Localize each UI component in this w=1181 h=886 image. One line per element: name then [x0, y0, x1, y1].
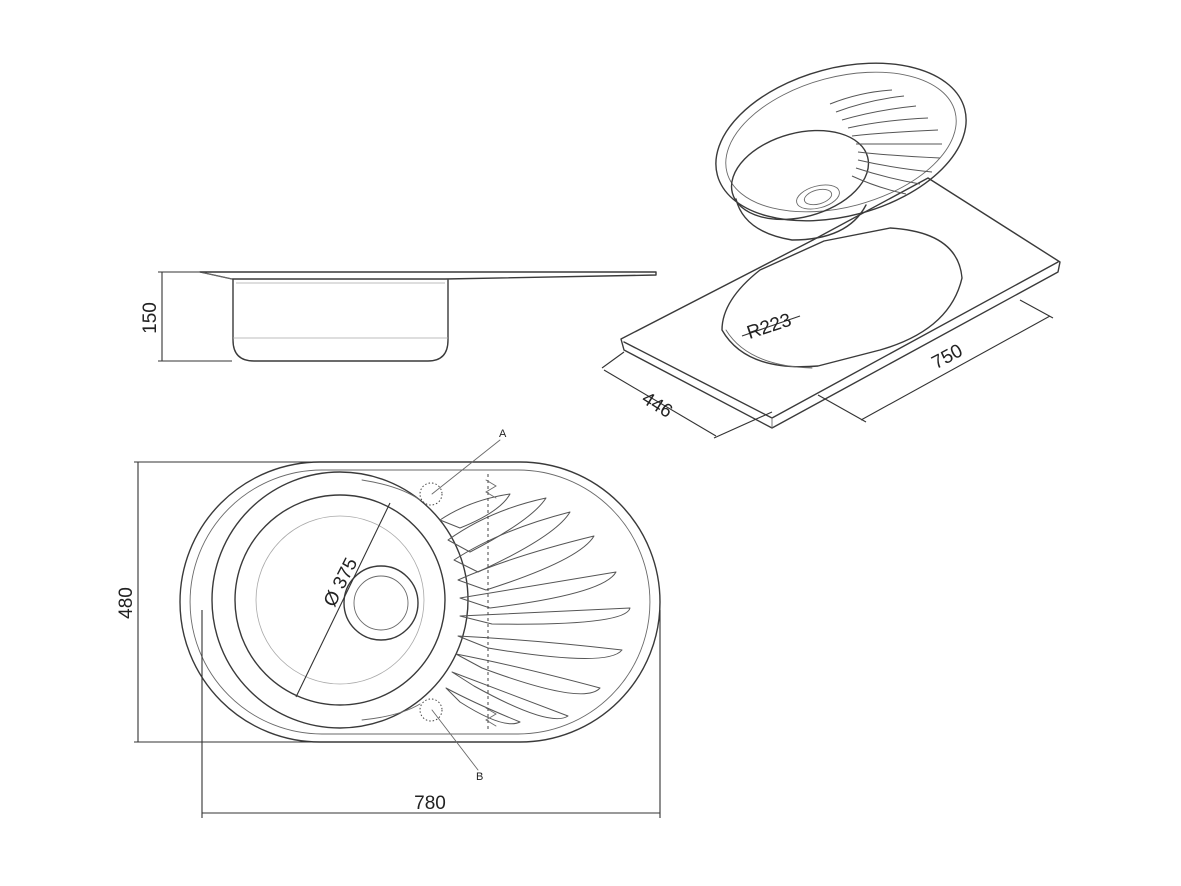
callout-a: A: [499, 428, 507, 440]
bowl-diameter-dim-line: [295, 502, 391, 698]
cutout-length-label: 750: [928, 340, 966, 373]
cutout-length-dim-line: [860, 315, 1051, 421]
isometric-view: R223 446 750: [601, 62, 1061, 439]
cutout: [721, 227, 963, 369]
overall-width-label: 480: [116, 587, 137, 619]
bowl-diameter-label: Ø 375: [320, 555, 362, 611]
drainer-ribs: [439, 493, 631, 725]
side-view: 150: [140, 271, 657, 362]
radius-leader: [741, 315, 801, 337]
radius-label: R223: [744, 310, 794, 344]
waste-outlet: [343, 565, 419, 641]
sink-3d: [715, 62, 967, 241]
callout-b: B: [476, 771, 483, 783]
tap-hole-b: [419, 698, 443, 722]
height-label: 150: [140, 302, 161, 334]
bowl-rim: [211, 471, 469, 729]
plan-view: Ø 375 A B 480: [116, 428, 661, 818]
cutout-depth-dim-line: [603, 369, 717, 437]
sink-outline: [179, 461, 661, 743]
overall-length-label: 780: [414, 793, 446, 814]
tap-hole-a: [419, 482, 443, 506]
